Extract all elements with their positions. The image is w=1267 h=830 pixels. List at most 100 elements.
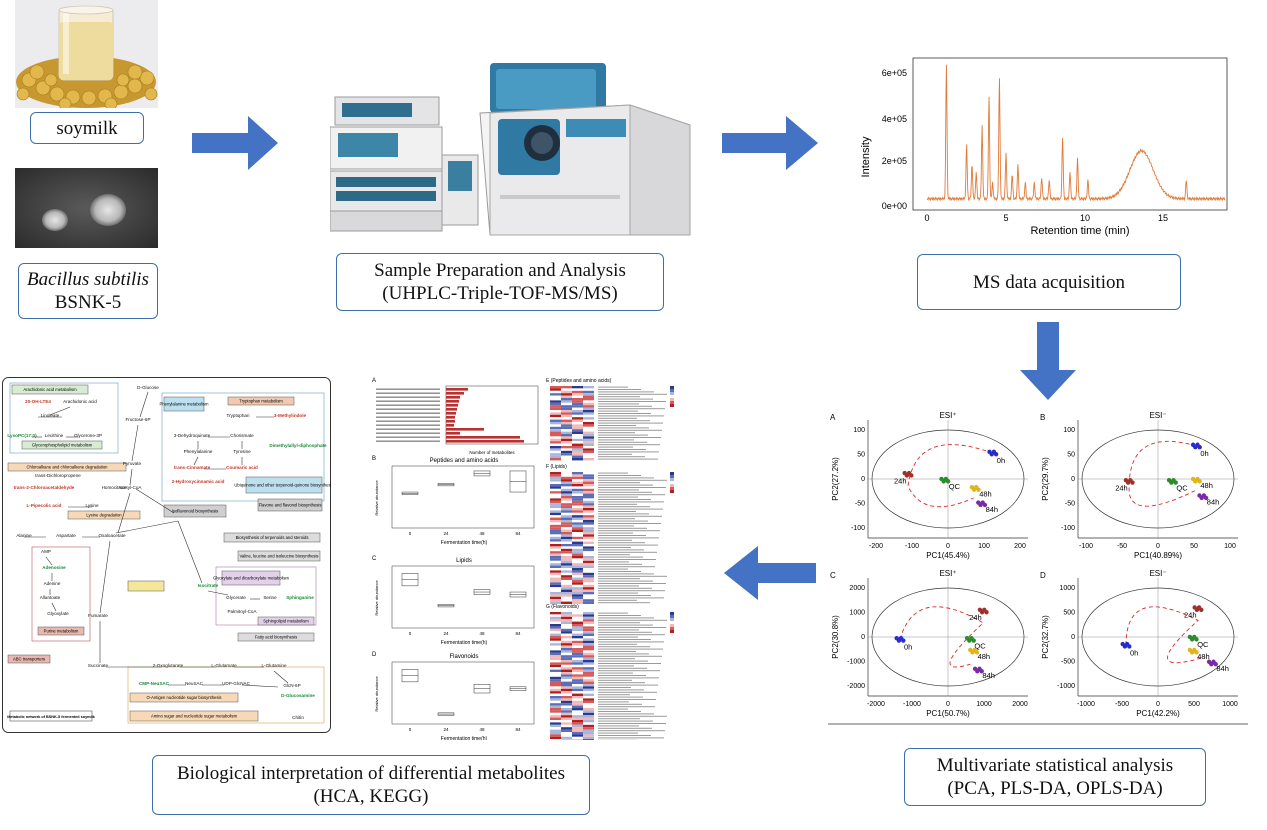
heatmap-cell <box>583 508 594 511</box>
pathway-edge <box>177 520 203 584</box>
ytick-4: 0e+00 <box>882 201 907 211</box>
box-panel-frame <box>391 565 535 629</box>
pca-point-24h <box>1130 480 1135 485</box>
chromatogram-trace <box>926 64 1226 202</box>
heatmap-cell <box>572 414 583 418</box>
pca-trajectory <box>1125 606 1205 664</box>
heatmap-cell <box>550 664 561 668</box>
heatmap-cell <box>583 708 594 711</box>
heatmap-cell <box>572 568 583 571</box>
heatmap-cell <box>572 662 583 665</box>
heatmap-row-label-line <box>598 727 652 729</box>
heatmap-cell <box>550 643 561 646</box>
box-panel-ylabel: Relative abundance <box>374 580 379 616</box>
node-allantoate: Allantoate <box>40 595 61 600</box>
heatmap-row-label-line <box>598 573 654 575</box>
heatmap-cell <box>572 422 583 425</box>
heatmap-cell <box>583 621 594 624</box>
heatmap-cell <box>550 652 561 656</box>
heatmap-1: F (Lipids) <box>546 464 674 604</box>
heatmap-row-label-line <box>598 506 650 508</box>
heatmap-cell <box>572 400 583 403</box>
heatmap-cell <box>572 551 583 554</box>
heatmap-cell <box>572 643 583 646</box>
heatmap-cell <box>561 496 572 499</box>
panel-a-letter: A <box>372 378 376 384</box>
heatmap-cell <box>561 612 572 615</box>
box-panel-xlabel: Fermentation time(h) <box>441 540 488 546</box>
pca-trajectory <box>1128 440 1197 507</box>
pathway-edge <box>241 684 279 688</box>
heatmap-cell <box>550 577 561 580</box>
heatmap-row-label-line <box>598 472 628 474</box>
heatmap-cell <box>583 596 594 600</box>
heatmap-row-label-line <box>598 646 650 648</box>
heatmap-cell <box>561 393 572 396</box>
heatmap-row-label-line <box>598 677 659 679</box>
heatmap-row-label-line <box>598 590 665 592</box>
heatmap-cell <box>550 446 561 449</box>
heatmap-cell <box>561 402 572 406</box>
heatmap-cell <box>561 417 572 420</box>
heatmap-cell <box>550 734 561 737</box>
heatmap-row-label-line <box>598 556 643 558</box>
metabolite-bar-label-line <box>376 396 440 398</box>
heatmap-cell <box>572 498 583 501</box>
xtick-3: 10 <box>1080 213 1090 223</box>
heatmap-cell <box>561 696 572 699</box>
ms-acq-text: MS data acquisition <box>973 271 1125 293</box>
heatmap-cell <box>583 556 594 559</box>
heatmap-cell <box>561 655 572 658</box>
heatmap-row-label-line <box>598 420 650 422</box>
heatmap-cell <box>550 686 561 689</box>
heatmap-0: E (Peptides and amino acids) <box>546 378 674 461</box>
heatmap-cell <box>583 558 594 561</box>
heatmap-cell <box>561 548 572 552</box>
pathway-box-purine <box>37 626 85 636</box>
pca-ytick: 1000 <box>1059 585 1075 592</box>
pca-point-qc <box>945 479 951 484</box>
heatmap-cell <box>561 424 572 427</box>
node-serine: Serine <box>263 595 277 600</box>
heatmap-cell <box>561 575 572 578</box>
metabolite-bar-label-line <box>376 428 440 430</box>
bacillus-colony-illustration <box>15 168 158 248</box>
metabolite-bar-label-line <box>376 436 440 438</box>
heatmap-cell <box>550 580 561 583</box>
heatmap-cell <box>550 636 561 639</box>
heatmap-cell <box>561 722 572 725</box>
node-ohltc: 20-OH-LTE4 <box>25 399 51 404</box>
node-adenine: Adenine <box>44 581 61 586</box>
pca-xtick: 0 <box>1156 543 1160 550</box>
node-oxalo: Oxaloacetate <box>98 533 126 538</box>
heatmap-cell <box>561 568 572 571</box>
heatmap-cell <box>583 676 594 680</box>
heatmap-cell <box>550 443 561 446</box>
pca-ytick: -50 <box>1065 501 1075 508</box>
heatmap-cell <box>561 580 572 583</box>
heatmap-cell <box>561 674 572 677</box>
heatmap-cell <box>583 412 594 415</box>
heatmap-cell <box>583 667 594 670</box>
heatmap-cell <box>550 405 561 408</box>
heatmap-cell <box>561 472 572 475</box>
pca-point-24h <box>984 610 989 615</box>
pca-group-label-48h: 48h <box>1200 481 1213 490</box>
heatmap-cell <box>550 522 561 525</box>
heatmap-row-label-line <box>598 732 638 734</box>
heatmap-cell <box>583 429 594 432</box>
heatmap-cell <box>572 708 583 711</box>
heatmap-cell <box>561 491 572 494</box>
heatmap-cell <box>550 676 561 680</box>
heatmap-cell <box>550 645 561 648</box>
pathway-label-isoflav: Isoflavonoid biosynthesis <box>172 509 219 514</box>
heatmap-cell <box>583 407 594 410</box>
heatmap-row-label-line <box>598 597 664 599</box>
heatmap-row-label-line <box>598 453 632 455</box>
pathway-edge <box>115 520 179 534</box>
heatmap-cell <box>550 640 561 644</box>
heatmap-cell <box>583 443 594 446</box>
heatmap-legend-swatch <box>670 484 674 487</box>
heatmap-cell <box>561 455 572 458</box>
